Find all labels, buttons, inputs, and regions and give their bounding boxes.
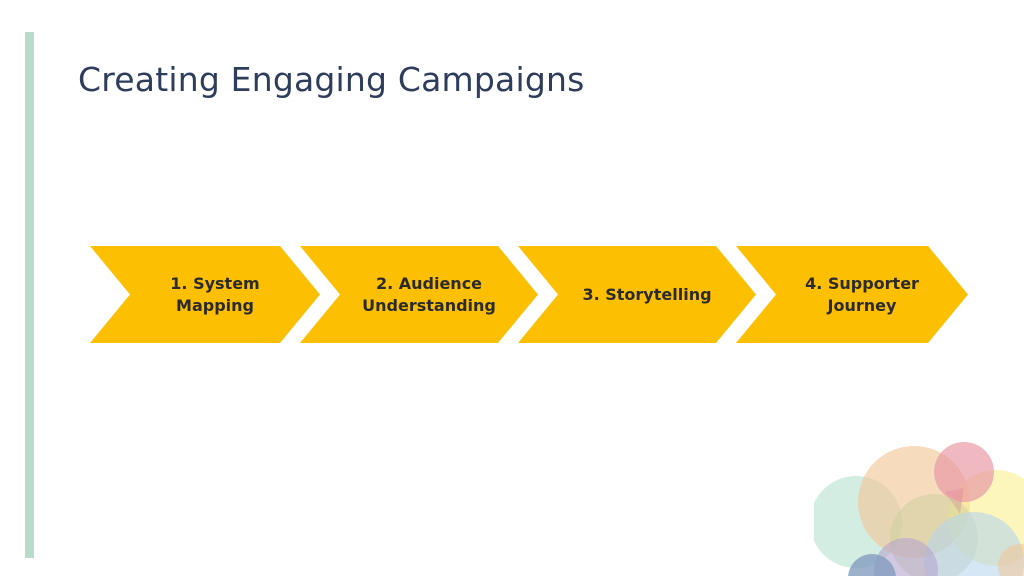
process-chevron-row: 1. System Mapping 2. Audience Understand… — [0, 246, 1024, 343]
bubble-red-speech — [934, 442, 994, 514]
bubble-blue-circle — [924, 512, 1024, 576]
process-step-1-label: 1. System Mapping — [170, 273, 260, 315]
bubble-mint-circle — [814, 476, 902, 568]
process-step-4[interactable]: 4. Supporter Journey — [736, 246, 968, 343]
process-step-2-label: 2. Audience Understanding — [362, 273, 496, 315]
bubble-navy-circle — [848, 554, 896, 576]
left-accent-bar — [25, 32, 34, 558]
bubble-orange-circle — [858, 446, 970, 558]
page-title: Creating Engaging Campaigns — [78, 60, 585, 99]
process-step-1[interactable]: 1. System Mapping — [90, 246, 320, 343]
process-step-3-label: 3. Storytelling — [582, 284, 712, 304]
process-step-3[interactable]: 3. Storytelling — [518, 246, 756, 343]
decorative-bubble-cluster — [814, 426, 1024, 576]
process-step-4-label: 4. Supporter Journey — [805, 273, 919, 315]
bubble-purple-circle — [874, 538, 938, 576]
bubble-orange-small-circle — [998, 544, 1024, 576]
bubble-yellow-circle — [948, 470, 1024, 566]
bubble-olive-circle — [890, 494, 978, 576]
process-step-2[interactable]: 2. Audience Understanding — [300, 246, 538, 343]
